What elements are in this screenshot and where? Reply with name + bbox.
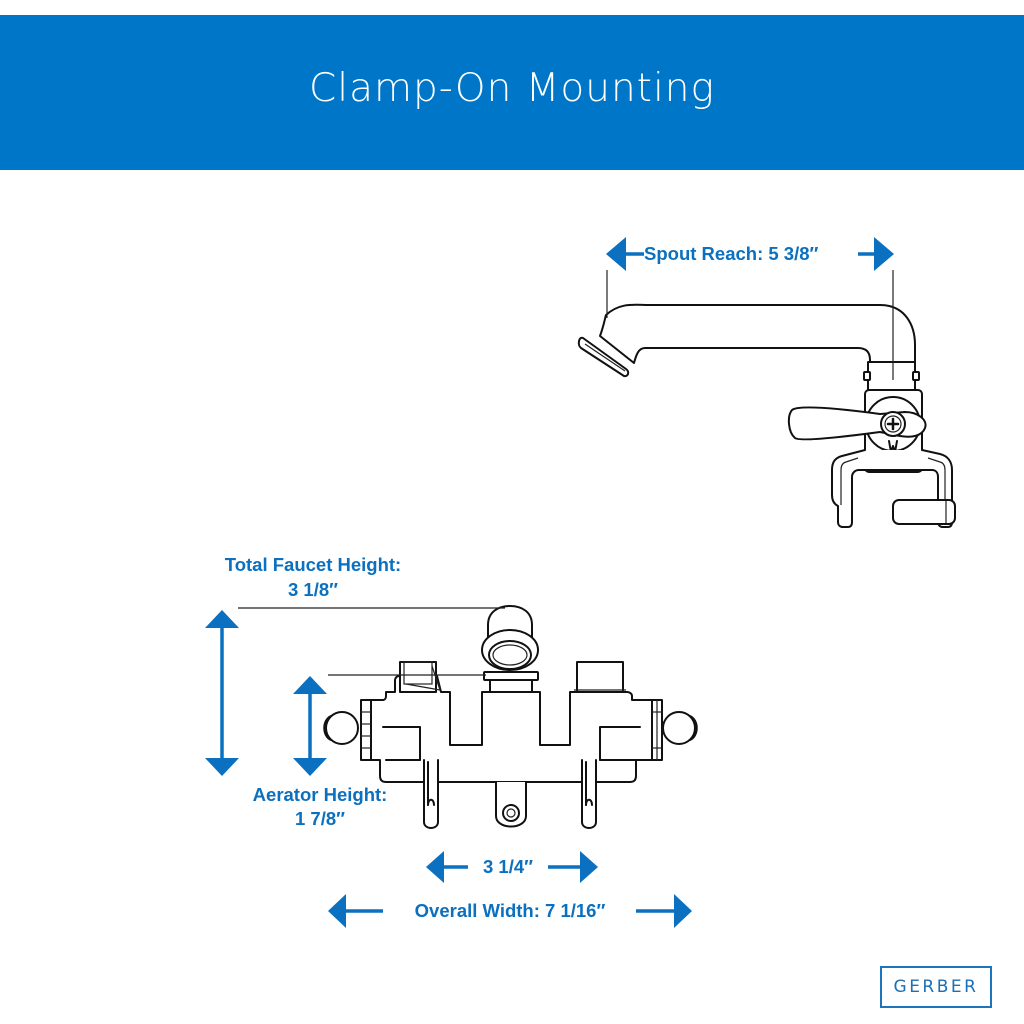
arrow-up-icon <box>205 610 239 628</box>
right-knob <box>662 711 698 745</box>
side-view-faucet <box>577 270 956 528</box>
arrow-left-icon <box>328 894 346 928</box>
arrow-right-icon <box>580 851 598 883</box>
center-swivel <box>481 605 539 693</box>
arrow-down-icon <box>293 758 327 776</box>
center-width-dimension <box>426 851 598 883</box>
clamp <box>831 449 956 528</box>
center-width-label: 3 1/4″ <box>482 856 533 877</box>
header-banner: Clamp-On Mounting <box>0 15 1024 170</box>
overall-width-dimension <box>328 894 692 928</box>
spout <box>577 303 916 381</box>
total-height-dimension <box>205 610 239 776</box>
total-height-label-line1: Total Faucet Height: <box>224 554 402 575</box>
spout-reach-label: Spout Reach: 5 3/8″ <box>644 243 819 264</box>
total-height-label-line2: 3 1/8″ <box>287 579 338 600</box>
left-knob <box>323 711 359 745</box>
aerator-height-dimension <box>293 676 327 776</box>
logo-text: GERBER <box>893 977 979 997</box>
bottom-tabs <box>423 759 597 829</box>
left-inlet <box>399 661 441 693</box>
right-inlet <box>574 661 626 693</box>
arrow-up-icon <box>293 676 327 694</box>
lever-handle <box>787 406 927 453</box>
gerber-logo: GERBER <box>880 966 992 1008</box>
arrow-left-icon <box>426 851 444 883</box>
page-title: Clamp-On Mounting <box>309 66 715 111</box>
aerator-height-label-line2: 1 7/8″ <box>294 808 345 829</box>
overall-width-label: Overall Width: 7 1/16″ <box>414 900 606 921</box>
arrow-down-icon <box>205 758 239 776</box>
aerator-height-label-line1: Aerator Height: <box>252 784 388 805</box>
arrow-left-icon <box>606 237 626 271</box>
front-view-faucet <box>238 605 698 829</box>
spout-reach-dimension <box>606 237 894 271</box>
arrow-right-icon <box>874 237 894 271</box>
arrow-right-icon <box>674 894 692 928</box>
